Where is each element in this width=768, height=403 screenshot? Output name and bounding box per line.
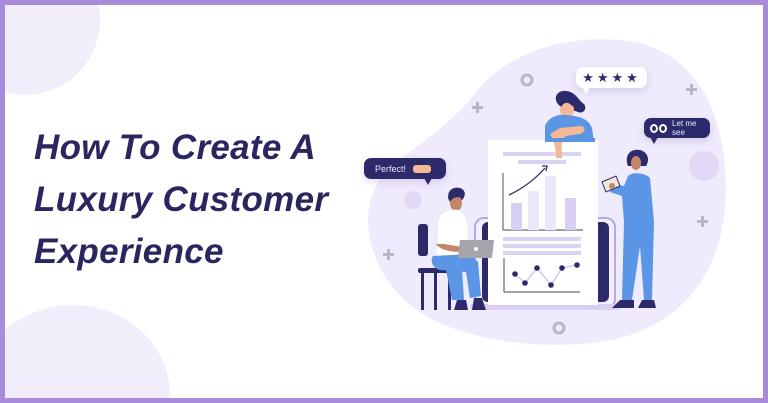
- woman-figure: [545, 90, 595, 158]
- speech-bubble-let-me-see: Let me see: [644, 118, 710, 144]
- plus-icon: [472, 102, 483, 113]
- blob-dot-right: [689, 151, 719, 181]
- page-title: How To Create A Luxury Customer Experien…: [34, 122, 328, 278]
- report-line-chart: [503, 258, 580, 293]
- blob-dot-left: [404, 191, 422, 209]
- star-rating-icon: ★★★★: [582, 69, 641, 85]
- ring-icon: [520, 73, 534, 87]
- ring-icon: [552, 321, 566, 335]
- bubble-perfect-text: Perfect!: [375, 163, 407, 174]
- title-line-2: Luxury Customer: [34, 180, 329, 219]
- banner-frame: How To Create A Luxury Customer Experien…: [5, 5, 763, 398]
- speech-bubble-perfect: Perfect!: [364, 158, 446, 185]
- plus-icon: [383, 249, 394, 260]
- thumbs-up-hand-icon: [413, 164, 432, 173]
- title-line-3: Experience: [34, 232, 224, 271]
- report-bar-chart: [502, 165, 583, 231]
- speech-bubble-rating: ★★★★: [576, 67, 647, 94]
- eyes-icon: [650, 123, 667, 133]
- sitting-man-figure: [418, 187, 494, 310]
- tablet-base: [470, 304, 620, 310]
- report-paper: [488, 140, 598, 305]
- plus-icon: [697, 216, 708, 227]
- standing-man-figure: [601, 149, 656, 308]
- title-line-1: How To Create A: [34, 128, 316, 167]
- bubble-let-me-see-text: Let me see: [672, 119, 697, 137]
- plus-icon: [686, 84, 697, 95]
- customer-experience-illustration: [368, 39, 726, 345]
